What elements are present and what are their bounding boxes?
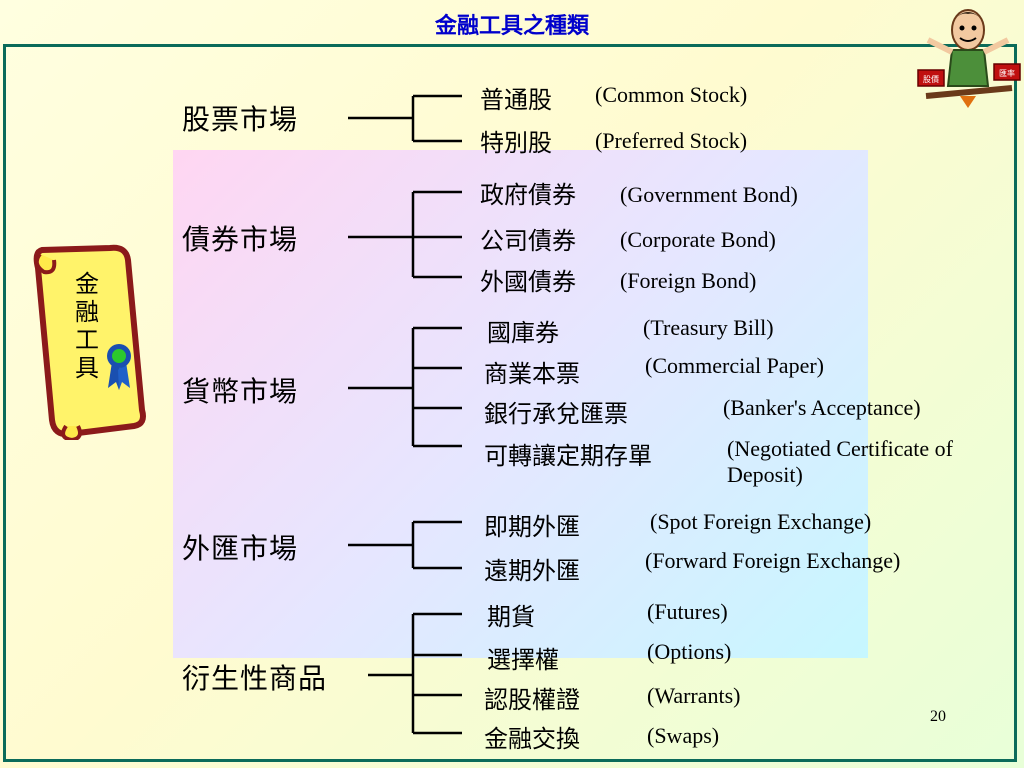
mascot-right-sign: 匯率 <box>999 68 1015 78</box>
item-zh: 銀行承兌匯票 <box>484 400 628 428</box>
item-zh: 特別股 <box>480 129 552 157</box>
item-en: (Options) <box>647 639 732 664</box>
highlight-panel <box>173 150 868 658</box>
slide-title: 金融工具之種類 <box>434 13 589 39</box>
item-zh: 公司債券 <box>480 227 576 255</box>
item-en: (Government Bond) <box>620 182 798 207</box>
item-zh: 遠期外匯 <box>484 557 580 585</box>
item-zh: 政府債券 <box>480 181 576 209</box>
item-en: (Swaps) <box>647 723 720 748</box>
item-zh: 外國債券 <box>480 268 576 296</box>
item-zh: 金融交換 <box>484 725 580 753</box>
item-en: (Negotiated Certificate of Deposit) <box>727 436 954 487</box>
page-number: 20 <box>930 708 946 725</box>
item-en: (Commercial Paper) <box>645 353 824 378</box>
item-en: (Futures) <box>647 599 728 624</box>
item-en: (Banker's Acceptance) <box>723 395 921 420</box>
category-bond-market: 債券市場 <box>182 223 299 256</box>
category-money-market: 貨幣市場 <box>182 375 299 408</box>
item-en: (Warrants) <box>647 683 741 708</box>
item-zh: 國庫券 <box>487 319 559 347</box>
balance-mascot-icon: 股價 匯率 <box>917 9 1021 108</box>
item-zh: 即期外匯 <box>484 513 580 541</box>
item-zh: 商業本票 <box>484 360 580 388</box>
ribbon-icon <box>107 344 131 390</box>
category-fx-market: 外匯市場 <box>182 532 299 565</box>
item-zh: 認股權證 <box>484 686 580 714</box>
mascot-left-sign: 股價 <box>923 75 939 84</box>
item-en: (Corporate Bond) <box>620 227 776 252</box>
category-stock-market: 股票市場 <box>182 103 299 136</box>
item-zh: 可轉讓定期存單 <box>484 442 652 470</box>
item-en: (Foreign Bond) <box>620 268 757 293</box>
item-en: (Treasury Bill) <box>643 315 774 340</box>
slide-frame <box>3 44 1017 762</box>
item-zh: 普通股 <box>480 86 552 114</box>
item-en: (Preferred Stock) <box>595 128 748 153</box>
item-zh: 期貨 <box>487 603 535 631</box>
item-zh: 選擇權 <box>487 646 559 674</box>
scroll-label: 金融工具 <box>75 270 99 382</box>
item-en: (Forward Foreign Exchange) <box>645 548 901 573</box>
item-en: (Common Stock) <box>595 82 748 107</box>
item-en: (Spot Foreign Exchange) <box>650 509 872 534</box>
scroll-icon <box>33 244 146 440</box>
category-derivatives: 衍生性商品 <box>182 662 328 695</box>
